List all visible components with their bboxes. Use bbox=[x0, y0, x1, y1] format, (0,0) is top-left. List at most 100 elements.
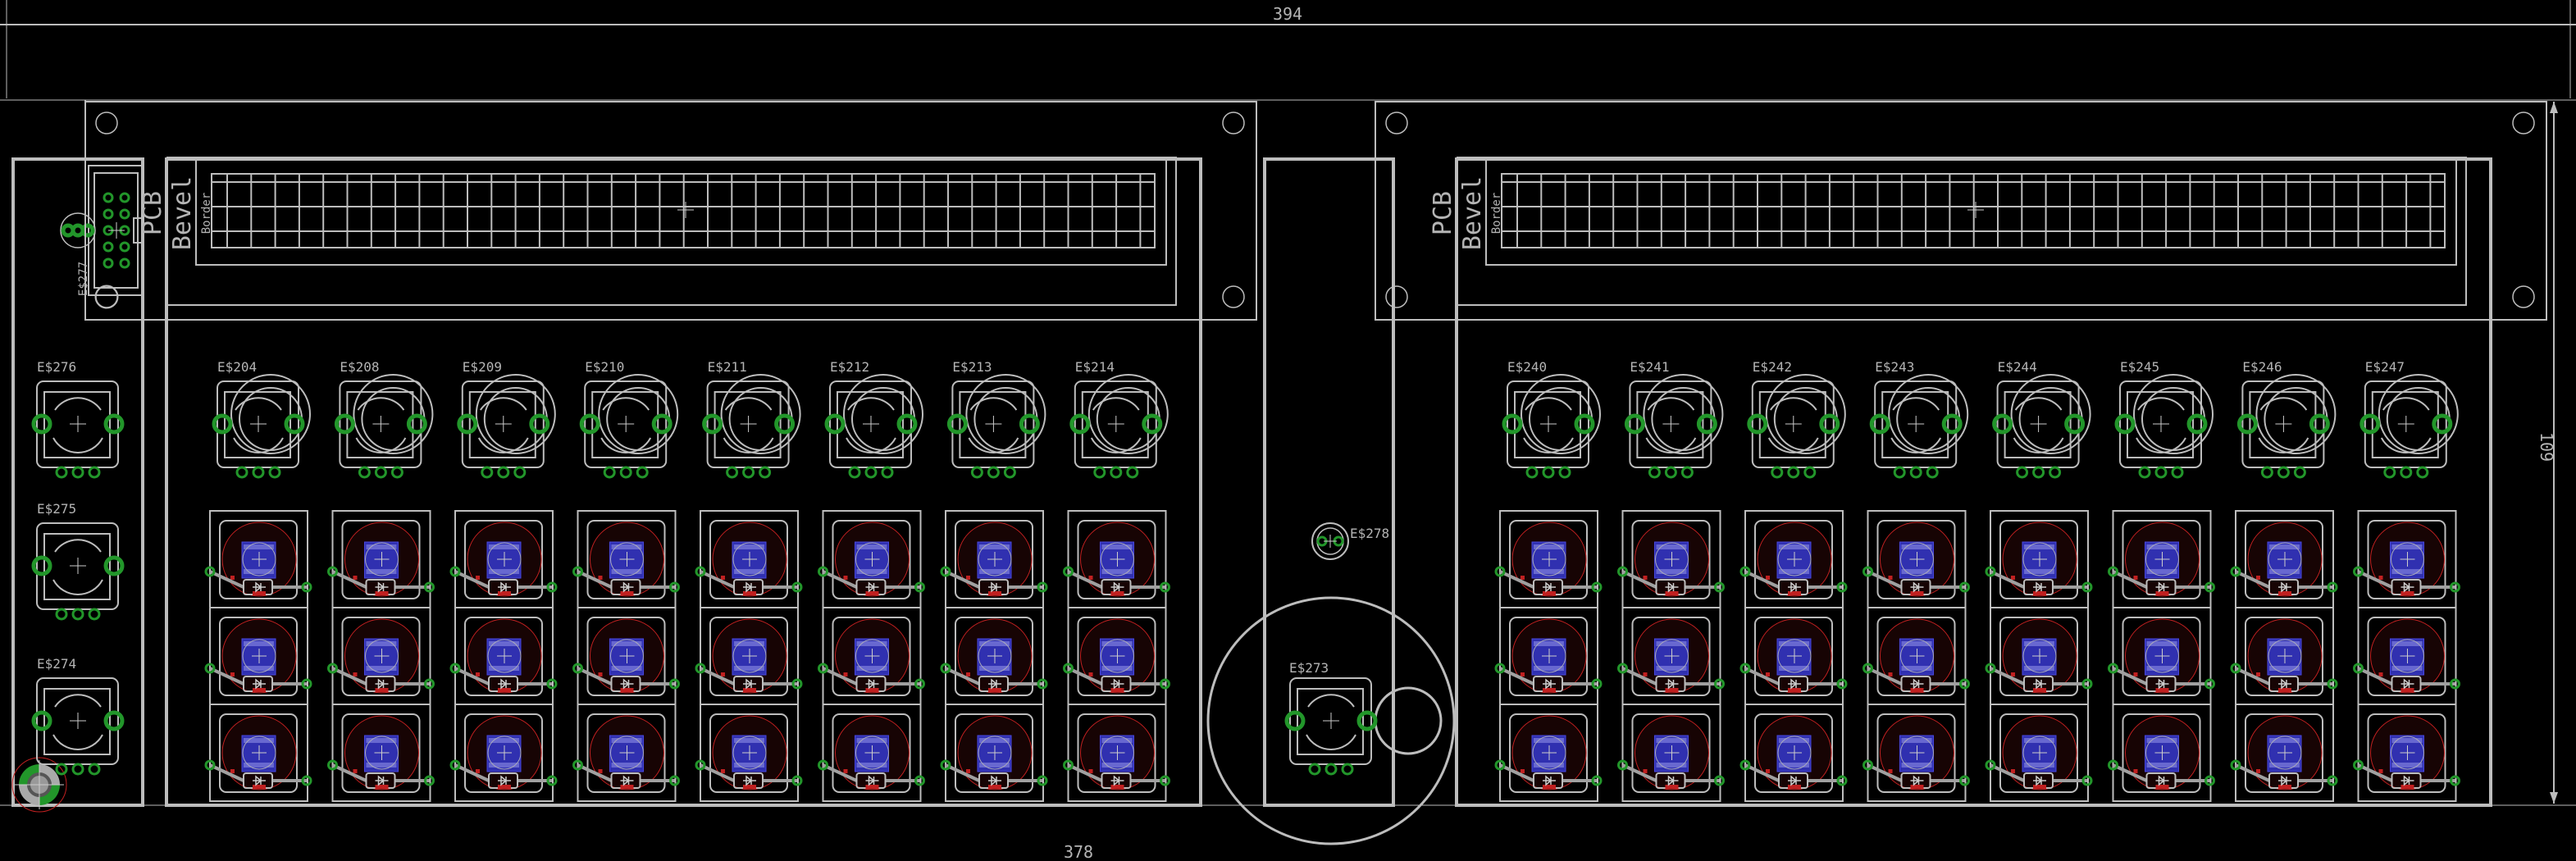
pot-pin-pad bbox=[55, 608, 68, 621]
pot-label: E$275 bbox=[37, 501, 76, 517]
pot-pin-pad bbox=[481, 466, 494, 479]
pot-center bbox=[250, 416, 267, 432]
knob-outline bbox=[1643, 374, 1724, 454]
led-smd-pad-hi bbox=[244, 544, 274, 549]
led-via-pad bbox=[1591, 775, 1603, 786]
led-smd-pad-hi bbox=[489, 738, 519, 743]
pot-inner bbox=[346, 391, 414, 458]
pot-pin-pad bbox=[1324, 763, 1338, 776]
led-smd-pad-hi bbox=[611, 544, 642, 549]
led-via-pad bbox=[1836, 678, 1848, 690]
center-panel-outline bbox=[1263, 157, 1395, 807]
led-via-pad bbox=[1160, 775, 1170, 786]
led-cell bbox=[327, 704, 435, 802]
led-via-pad bbox=[2327, 581, 2338, 593]
led-smd-pad-hi bbox=[2024, 738, 2054, 743]
pot-inner bbox=[43, 533, 111, 600]
diode-cathode-pad bbox=[2278, 785, 2291, 789]
diode-cathode-pad bbox=[1665, 785, 1679, 789]
led-center bbox=[619, 649, 635, 663]
led-grid bbox=[1494, 510, 2460, 802]
led-smd-pad-hi bbox=[979, 641, 1010, 646]
led-center bbox=[497, 649, 512, 663]
pot-mount-pad bbox=[103, 555, 125, 576]
mount-hole bbox=[1385, 112, 1408, 134]
pot-center bbox=[1908, 416, 1925, 432]
diode-cathode-pad bbox=[620, 591, 634, 595]
led-smd-pad-hi bbox=[856, 569, 887, 574]
diode-symbol bbox=[498, 775, 511, 786]
pot-arc bbox=[1306, 694, 1356, 750]
pot-inner bbox=[1881, 391, 1949, 458]
pot-label: E$247 bbox=[2365, 359, 2405, 375]
diode-symbol bbox=[620, 678, 634, 690]
pot-label: E$212 bbox=[830, 359, 869, 375]
led-polarity-mark bbox=[476, 769, 480, 773]
diode-cathode-pad bbox=[865, 688, 879, 692]
led-cell-outline bbox=[577, 704, 677, 802]
pot-mount-pad bbox=[896, 413, 918, 435]
diode-symbol bbox=[1110, 581, 1124, 593]
led-via-pad bbox=[2353, 566, 2364, 577]
led-polarity-mark bbox=[721, 576, 725, 580]
diode-symbol bbox=[1665, 678, 1679, 690]
led-smd-pad-hi bbox=[2146, 738, 2177, 743]
pot-mount-pad bbox=[334, 413, 355, 435]
silk-border-left: Border bbox=[200, 193, 213, 235]
buzzer bbox=[1311, 522, 1349, 560]
pot-center bbox=[1323, 713, 1339, 729]
pot-arc bbox=[52, 397, 103, 453]
pot-pin-pad bbox=[1648, 466, 1661, 479]
led-footprint bbox=[832, 520, 911, 599]
led-via-pad bbox=[2450, 581, 2460, 593]
led-smd-pad-hi bbox=[2146, 666, 2177, 671]
fiducial-cross bbox=[15, 760, 64, 809]
silk-bevel-right: Bevel bbox=[1458, 176, 1487, 250]
pot-E208: E$208 bbox=[334, 359, 434, 479]
led-lens bbox=[1532, 736, 1566, 770]
trace bbox=[2357, 570, 2393, 589]
led-smd-pad-hi bbox=[979, 738, 1010, 743]
led-smd-pad-hi bbox=[2391, 641, 2423, 646]
trace bbox=[2357, 667, 2393, 686]
led-footprint bbox=[464, 617, 543, 696]
fiducial-ring-outer bbox=[11, 757, 67, 813]
knob-outline bbox=[230, 374, 311, 454]
pot-E214: E$214 bbox=[1069, 359, 1169, 479]
diode-symbol bbox=[1788, 581, 1801, 593]
pot-label: E$214 bbox=[1075, 359, 1115, 375]
led-via-pad bbox=[2327, 775, 2338, 786]
led-cell bbox=[2108, 704, 2215, 802]
led-via-pad bbox=[1862, 663, 1873, 674]
diode-symbol bbox=[1665, 775, 1679, 786]
diode-symbol bbox=[2400, 775, 2414, 786]
led-smd-pad-hi bbox=[2024, 763, 2054, 768]
led-cell bbox=[1617, 704, 1725, 802]
diode-cathode-pad bbox=[1543, 591, 1556, 595]
fiducial-corner bbox=[11, 757, 67, 813]
trace bbox=[1621, 667, 1657, 686]
pot-mount-pad bbox=[212, 413, 233, 435]
led-center bbox=[374, 649, 390, 663]
led-via-pad bbox=[1862, 566, 1873, 577]
diode-cathode-pad bbox=[2400, 785, 2414, 789]
pot-E242: E$242 bbox=[1747, 359, 1846, 479]
led-cell bbox=[1494, 607, 1603, 705]
led-footprint bbox=[2367, 617, 2446, 696]
led-smd-pad-hi bbox=[1101, 763, 1133, 768]
pot-mount-pad bbox=[2309, 413, 2330, 435]
led-footprint bbox=[2367, 520, 2446, 599]
trace bbox=[822, 570, 858, 589]
diode-cathode-pad bbox=[988, 591, 1001, 595]
knob-outline bbox=[965, 374, 1046, 454]
led-smd-pad-hi bbox=[1656, 666, 1687, 671]
diode-symbol bbox=[620, 775, 634, 786]
led-via-pad bbox=[2327, 678, 2338, 690]
led-polarity-mark bbox=[721, 769, 725, 773]
led-polarity-mark bbox=[1521, 576, 1525, 580]
diode-cathode-pad bbox=[375, 785, 389, 789]
led-center bbox=[497, 552, 512, 567]
pot-pin-pad bbox=[864, 466, 878, 479]
led-via-pad bbox=[2204, 775, 2215, 786]
